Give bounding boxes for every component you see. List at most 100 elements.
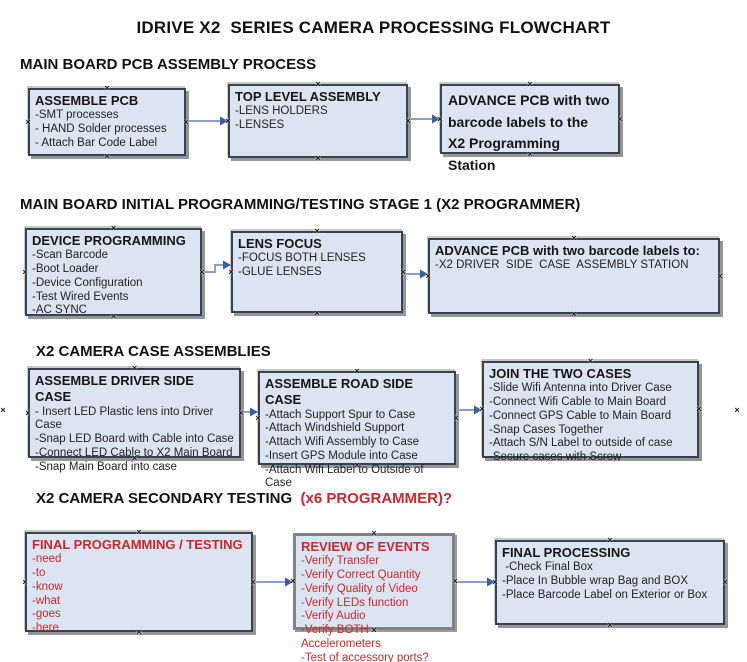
connection-point-icon[interactable]: ×: [696, 404, 702, 414]
box-item: -Verify Transfer: [301, 555, 379, 568]
connection-point-icon[interactable]: ×: [607, 619, 613, 630]
flow-box[interactable]: ADVANCE PCB with two barcode labels to:-…: [428, 238, 720, 314]
flow-box[interactable]: TOP LEVEL ASSEMBLY-LENS HOLDERS-LENSES: [228, 84, 408, 158]
box-item: -LENSES: [235, 119, 285, 132]
flow-box[interactable]: REVIEW OF EVENTS-Verify Transfer-Verify …: [293, 533, 455, 662]
connector-arrow[interactable]: [186, 116, 228, 126]
connection-point-icon[interactable]: ×: [717, 270, 723, 281]
connection-point-icon[interactable]: ×: [314, 225, 320, 236]
section-heading: MAIN BOARD INITIAL PROGRAMMING/TESTING S…: [20, 196, 580, 213]
box-item: -Attach Wifi Label to Outside of Case: [265, 463, 427, 490]
arrowhead-icon: [250, 407, 258, 417]
connector-arrow[interactable]: [456, 405, 482, 415]
connection-point-icon[interactable]: ×: [110, 222, 117, 233]
connection-point-icon[interactable]: ×: [607, 534, 613, 545]
connection-point-icon[interactable]: ×: [617, 113, 623, 124]
flow-box[interactable]: FINAL PROGRAMMING / TESTING-need-to-know…: [25, 532, 253, 634]
connection-point-icon[interactable]: ×: [314, 307, 320, 318]
arrowhead-icon: [474, 405, 482, 415]
connection-point-icon[interactable]: ×: [238, 407, 244, 418]
connection-point-icon[interactable]: ×: [400, 266, 406, 277]
connection-point-icon[interactable]: ×: [405, 115, 411, 126]
connector-arrow[interactable]: [403, 269, 428, 279]
box-item: -Attach Windshield Support: [265, 422, 405, 435]
box-item: -Test Wired Events: [32, 290, 129, 303]
connector-arrow[interactable]: [241, 407, 258, 417]
connection-point-icon[interactable]: ×: [225, 115, 231, 126]
connector-arrow[interactable]: [253, 577, 293, 587]
connection-point-icon[interactable]: ×: [22, 266, 28, 277]
connection-point-icon[interactable]: ×: [110, 310, 117, 321]
connection-point-icon[interactable]: ×: [136, 526, 142, 537]
box-item: -Check Final Box: [502, 561, 593, 574]
connection-point-icon[interactable]: ×: [255, 412, 261, 423]
connection-point-icon[interactable]: ×: [527, 148, 533, 159]
flow-box[interactable]: JOIN THE TWO CASES-Slide Wifi Antenna in…: [482, 361, 699, 463]
connection-point-icon[interactable]: ×: [25, 407, 31, 418]
connector-arrow[interactable]: [408, 114, 440, 124]
connection-point-icon[interactable]: ×: [587, 452, 594, 463]
connection-point-icon[interactable]: ×: [571, 232, 577, 243]
box-item: -AC SYNC: [32, 304, 87, 317]
connection-point-icon[interactable]: ×: [315, 78, 321, 89]
connection-point-icon[interactable]: ×: [0, 404, 6, 415]
box-item: -X2 DRIVER SIDE CASE ASSEMBLY STATION: [435, 259, 689, 272]
flow-box[interactable]: LENS FOCUS-FOCUS BOTH LENSES-GLUE LENSES: [231, 231, 403, 313]
box-item: -Boot Loader: [32, 263, 99, 276]
section-heading-red-text: (x6 PROGRAMMER)?: [300, 490, 453, 507]
box-item: -Snap LED Board with Cable into Case: [35, 433, 234, 446]
connection-point-icon[interactable]: ×: [587, 355, 594, 366]
box-item: -Scan Barcode: [32, 249, 109, 262]
connection-point-icon[interactable]: ×: [479, 404, 485, 414]
connection-point-icon[interactable]: ×: [228, 266, 234, 277]
box-item: -Attach Wifi Assembly to Case: [265, 436, 420, 449]
connection-point-icon[interactable]: ×: [354, 459, 360, 470]
connection-point-icon[interactable]: ×: [437, 113, 443, 124]
section-heading: MAIN BOARD PCB ASSEMBLY PROCESS: [20, 56, 316, 73]
connection-point-icon[interactable]: ×: [131, 362, 138, 373]
connection-point-icon[interactable]: ×: [425, 270, 431, 281]
section-heading-text: MAIN BOARD PCB ASSEMBLY PROCESS: [20, 56, 317, 73]
flow-box[interactable]: FINAL PROCESSING -Check Final Box-Place …: [495, 540, 725, 625]
flow-box[interactable]: ASSEMBLE PCB-SMT processes- HAND Solder …: [28, 88, 186, 156]
connection-point-icon[interactable]: ×: [199, 266, 205, 277]
connection-point-icon[interactable]: ×: [104, 150, 110, 161]
connection-point-icon[interactable]: ×: [136, 626, 142, 637]
connection-point-icon[interactable]: ×: [452, 576, 458, 586]
arrowhead-icon: [220, 116, 228, 126]
connection-point-icon[interactable]: ×: [571, 308, 577, 319]
flow-box[interactable]: ADVANCE PCB with two barcode labels to t…: [440, 84, 620, 173]
connection-point-icon[interactable]: ×: [131, 452, 138, 463]
flow-box[interactable]: ASSEMBLE DRIVER SIDE CASE- Insert LED Pl…: [28, 368, 241, 473]
connection-point-icon[interactable]: ×: [354, 365, 360, 376]
connection-point-icon[interactable]: ×: [22, 576, 28, 587]
connection-point-icon[interactable]: ×: [25, 116, 31, 127]
connection-point-icon[interactable]: ×: [492, 577, 498, 587]
connector-arrow[interactable]: [455, 577, 495, 587]
box-header: ADVANCE PCB with two barcode labels to:: [435, 243, 700, 258]
connection-point-icon[interactable]: ×: [104, 82, 110, 93]
connection-point-icon[interactable]: ×: [315, 152, 321, 163]
connection-point-icon[interactable]: ×: [290, 576, 296, 586]
box-header: DEVICE PROGRAMMING: [32, 233, 186, 248]
arrowhead-icon: [285, 577, 293, 587]
box-header: ASSEMBLE ROAD SIDE CASE: [265, 376, 417, 408]
box-item: -Verify BOTH Accelerometers: [301, 624, 381, 651]
box-item: -goes: [32, 608, 61, 621]
arrowhead-icon: [420, 269, 428, 279]
connection-point-icon[interactable]: ×: [527, 78, 533, 89]
flow-box[interactable]: DEVICE PROGRAMMING-Scan Barcode-Boot Loa…: [25, 228, 202, 316]
connection-point-icon[interactable]: ×: [734, 404, 740, 415]
connection-point-icon[interactable]: ×: [453, 412, 459, 423]
connection-point-icon[interactable]: ×: [183, 116, 189, 127]
box-item: -Device Configuration: [32, 276, 143, 289]
connection-point-icon[interactable]: ×: [250, 576, 256, 587]
connection-point-icon[interactable]: ×: [371, 527, 377, 538]
flow-box[interactable]: ASSEMBLE ROAD SIDE CASE-Attach Support S…: [258, 371, 456, 489]
connection-point-icon[interactable]: ×: [371, 624, 377, 635]
connection-point-icon[interactable]: ×: [722, 577, 728, 587]
section-heading: X2 CAMERA SECONDARY TESTING (x6 PROGRAMM…: [36, 490, 452, 507]
box-item: -Connect Wifi Cable to Main Board: [489, 396, 667, 409]
connector-arrow[interactable]: [202, 260, 231, 273]
box-item: -here: [32, 622, 59, 635]
